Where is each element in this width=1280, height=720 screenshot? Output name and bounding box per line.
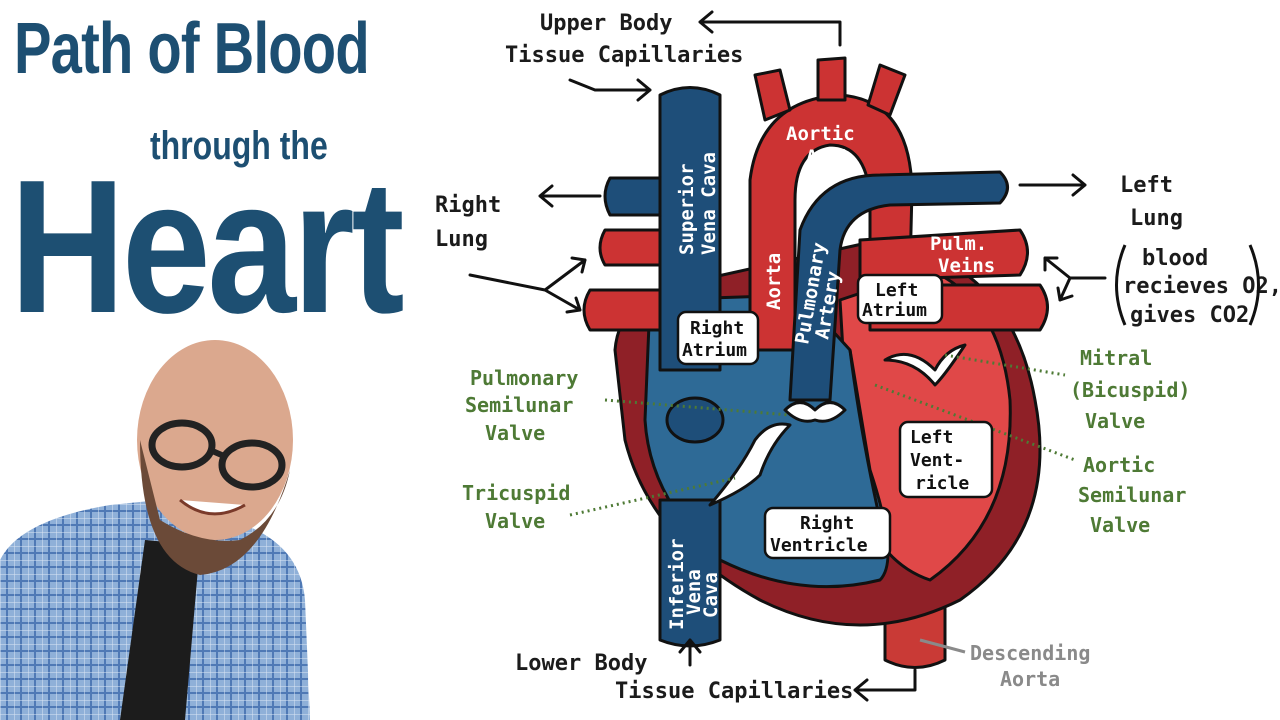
left-ventricle-label-2: Vent- [910,450,964,471]
inferior-vena-cava-label-1: Inferior [666,538,688,630]
mitral-label-1: Mitral [1080,346,1152,370]
title-line-3: Heart [10,141,405,353]
left-lung-label-1: Left [1120,173,1173,198]
leader-tricuspid [569,476,736,517]
right-atrium-label-1: Right [690,318,744,339]
arrow-descending-out [853,668,917,702]
aorta-label: Aorta [763,253,785,310]
left-ventricle-label-1: Left [910,427,953,448]
leader-pulmonary-semilunar [604,398,791,417]
pulmonary-semilunar-valve [783,401,847,423]
superior-vena-cava-label-1: Superior [676,163,698,255]
title-line-2: through the [150,124,328,168]
tricuspid-label-1: Tricuspid [462,481,570,505]
pulm-veins-label-2: Veins [938,255,995,277]
right-ventricle-label-2: Ventricle [770,535,868,556]
pulmonary-veins [858,228,1029,282]
right-atrium-label-2: Atrium [682,340,747,361]
superior-vena-cava-label-2: Vena Cava [698,152,720,255]
arrow-left-lung-in [1043,256,1107,302]
pulmonary-semilunar-label-2: Semilunar [465,393,573,417]
left-lung-note-2: recieves O2, [1123,274,1280,299]
arrow-right-lung-in [468,256,587,314]
arrow-right-lung-out [538,184,602,208]
upper-body-label-1: Upper Body [540,11,672,36]
descending-aorta-label-1: Descending [970,641,1090,665]
right-lung-label-1: Right [435,193,501,218]
left-atrium-label-2: Atrium [862,300,927,321]
arrow-to-svc [568,78,652,102]
left-lung-label-2: Lung [1130,206,1183,231]
pulm-veins-label-1: Pulm. [930,233,987,255]
lower-body-label-1: Lower Body [515,651,647,676]
arrow-left-lung-out [1018,173,1087,197]
tricuspid-valve [708,422,792,507]
left-atrium-label-1: Left [875,280,918,301]
descending-aorta-label-2: Aorta [1000,667,1060,691]
right-lung-label-2: Lung [435,227,488,252]
aortic-semilunar-label-3: Valve [1090,513,1150,537]
superior-vena-cava [658,86,722,372]
mitral-label-3: Valve [1085,409,1145,433]
aortic-arch-label-2: Arch [806,146,852,168]
inferior-vena-cava-label-2: Vena [683,569,705,615]
tricuspid-label-2: Valve [485,509,545,533]
aortic-arch-label-1: Aortic [786,123,855,145]
arrow-lower-body [678,638,702,667]
inferior-vena-cava-label-3: Cava [700,572,722,618]
aortic-semilunar-label-1: Aortic [1083,453,1155,477]
leader-mitral [944,353,1066,377]
arrow-upper-body [698,10,842,47]
pulmonary-artery [788,170,1009,402]
upper-body-label-2: Tissue Capillaries [505,43,743,68]
mitral-label-2: (Bicuspid) [1070,378,1190,402]
left-ventricle-label-3: ricle [915,473,969,494]
lower-body-label-2: Tissue Capillaries [615,679,853,704]
pulmonary-semilunar-label-1: Pulmonary [470,366,578,390]
pulmonary-semilunar-label-3: Valve [485,421,545,445]
title-line-1: Path of Blood [14,9,370,89]
mitral-valve [883,343,967,387]
right-ventricle-label-1: Right [800,513,854,534]
left-lung-note-1: blood [1142,246,1208,271]
aortic-semilunar-label-2: Semilunar [1078,483,1186,507]
left-lung-note-3: gives CO2 [1130,303,1249,328]
